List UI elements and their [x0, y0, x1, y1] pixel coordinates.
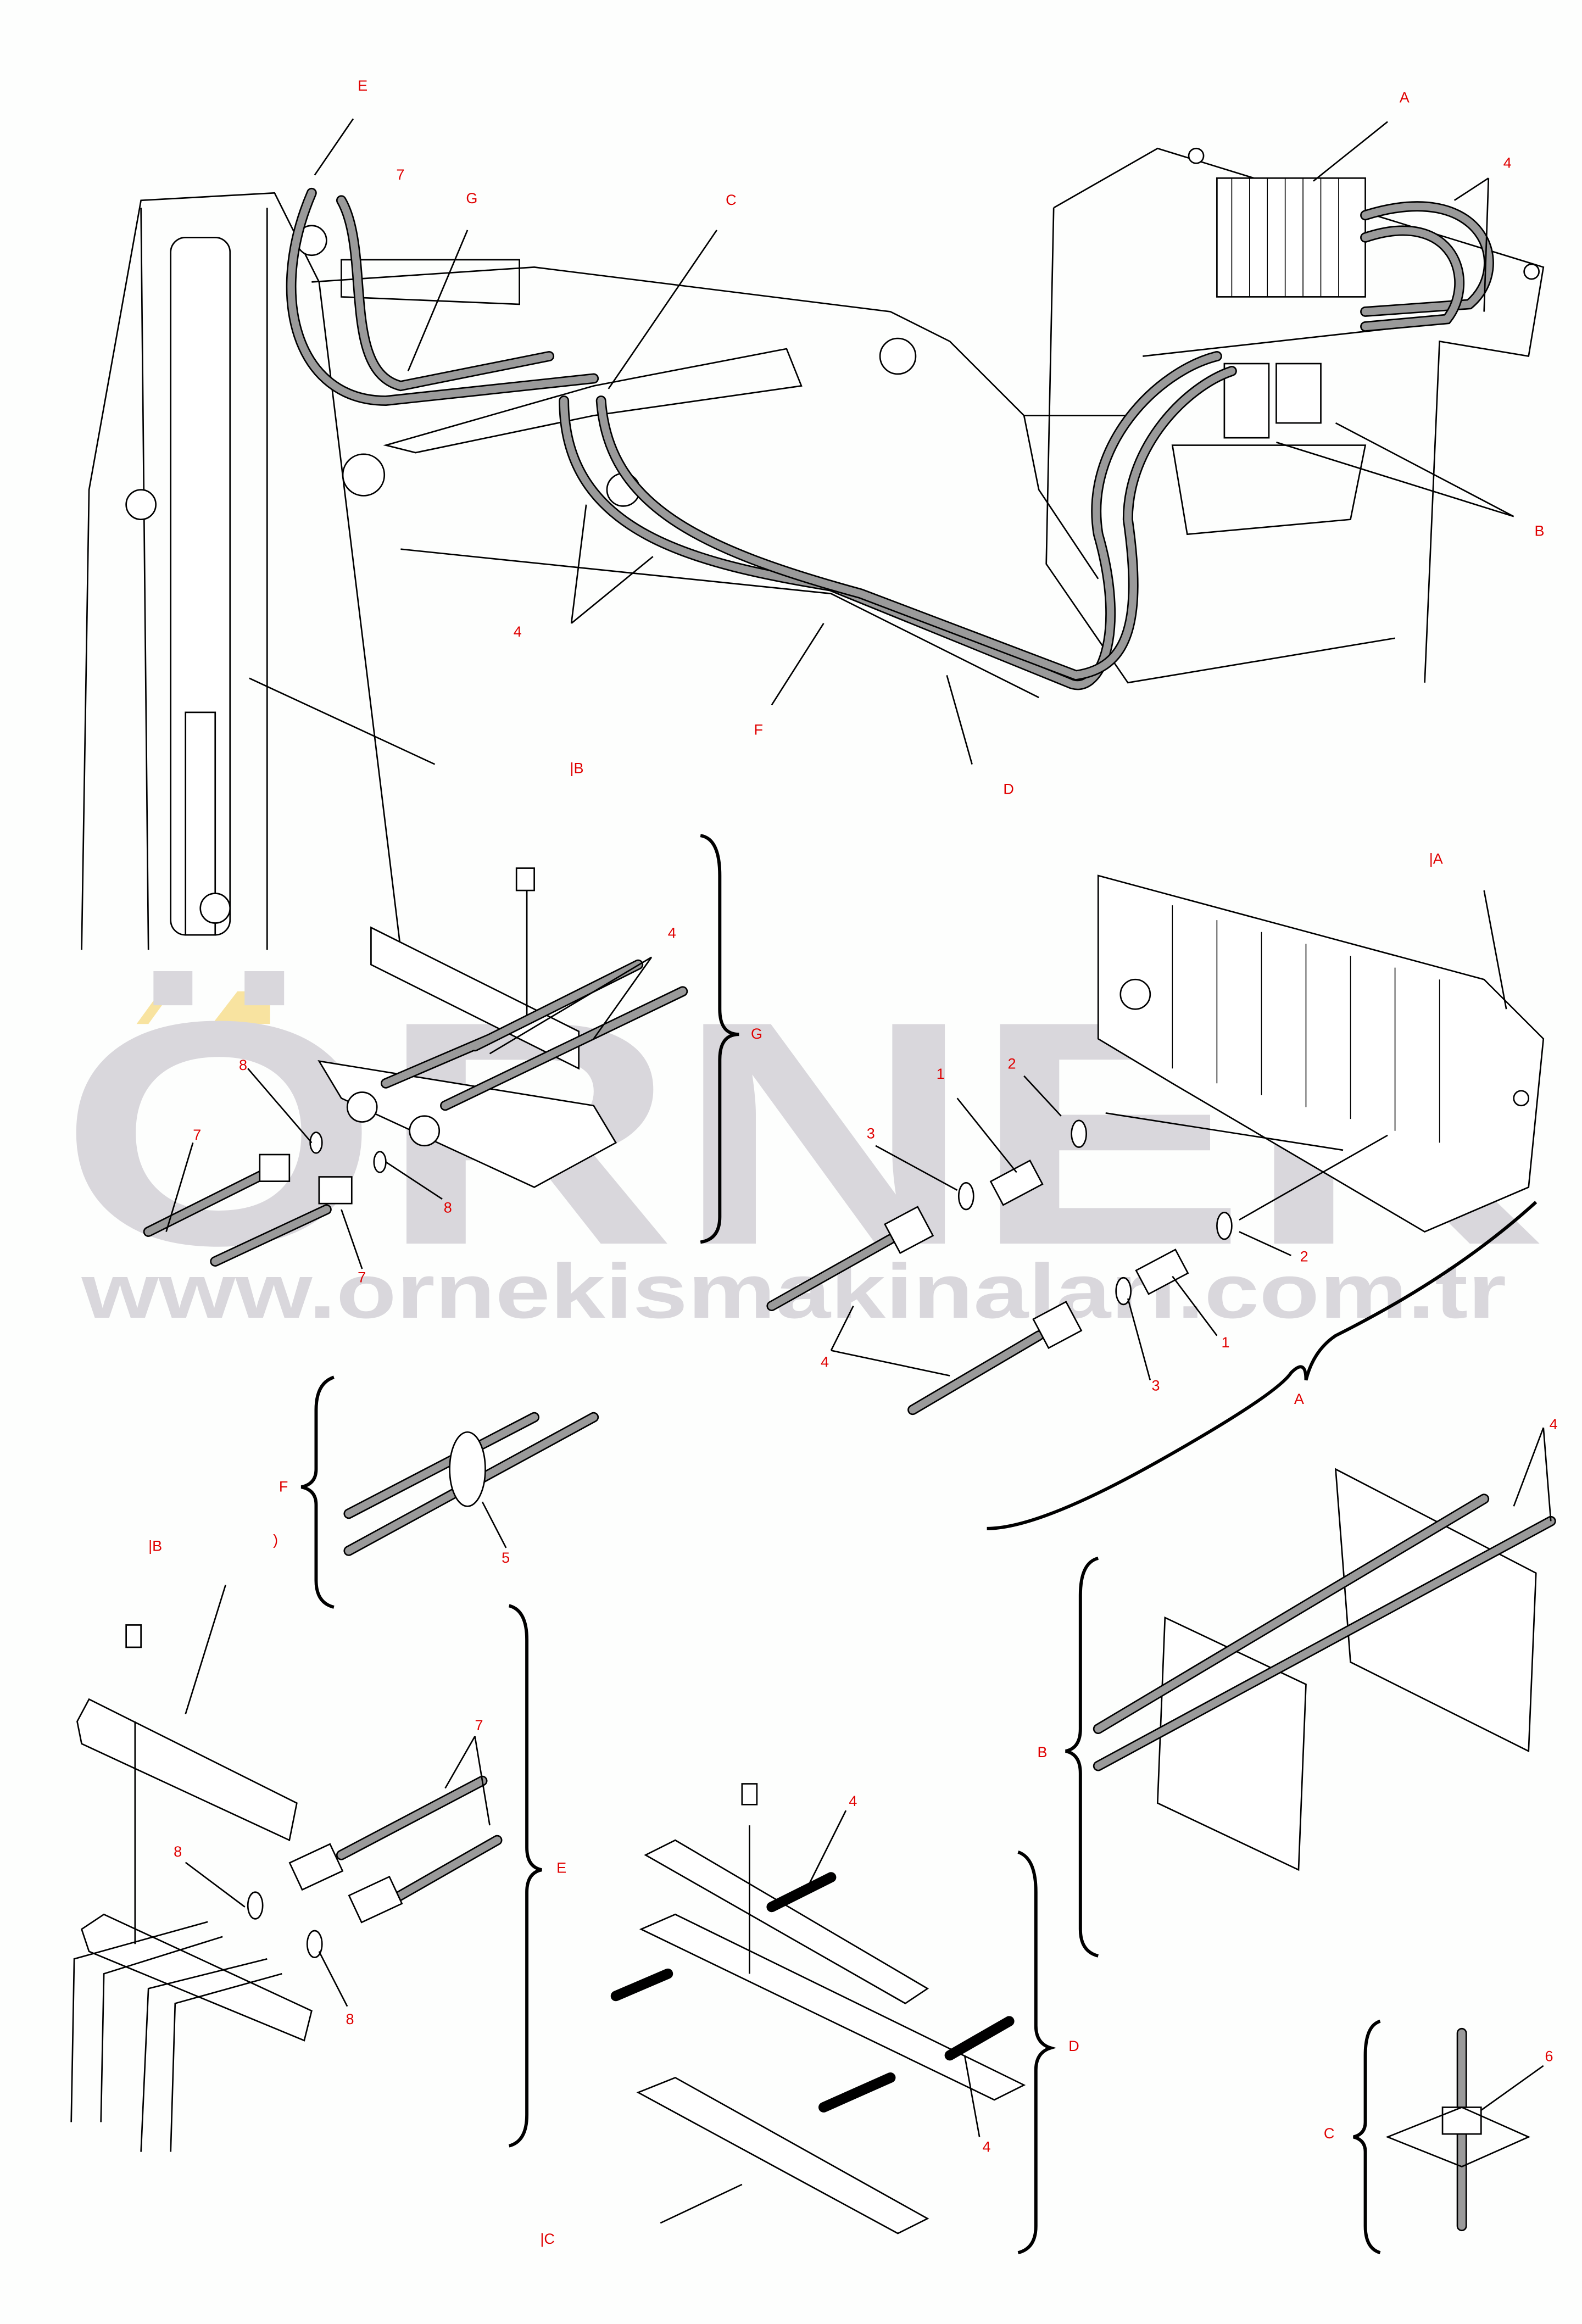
label-f: F [754, 721, 762, 738]
label-4: 4 [821, 1353, 829, 1370]
label-g: G [466, 190, 477, 207]
label-4: 4 [1550, 1416, 1558, 1433]
label-1: 1 [1221, 1334, 1229, 1351]
control-valve [1216, 177, 1366, 298]
watermark-dot [212, 991, 270, 1024]
label-7: 7 [475, 1717, 483, 1734]
label-4: 4 [668, 925, 676, 941]
label-4: 4 [514, 623, 522, 640]
label-e: E [358, 77, 367, 94]
detail-label-a: A [1294, 1391, 1304, 1407]
view-label-b: |B [148, 1537, 162, 1554]
view-label-c: |C [540, 2231, 555, 2247]
view-label-b: |B [570, 760, 583, 777]
valve-block [1097, 874, 1545, 1233]
detail-f-clip [300, 1375, 599, 1609]
label-3: 3 [1152, 1378, 1160, 1394]
boom-assembly [81, 118, 1545, 950]
label-7: 7 [358, 1269, 366, 1285]
boom-plate [383, 348, 803, 454]
dipper-arm [81, 192, 402, 950]
label-4: 4 [849, 1793, 857, 1809]
label-d: D [1003, 781, 1014, 797]
label-8: 8 [346, 2011, 354, 2027]
detail-label-c: C [1324, 2125, 1335, 2142]
label-a: A [1400, 89, 1410, 105]
detail-label-f: F [279, 1478, 288, 1495]
label-1: 1 [937, 1066, 945, 1082]
label-2: 2 [1300, 1249, 1308, 1265]
label-7: 7 [193, 1127, 201, 1143]
detail-b-bracket [1065, 1427, 1556, 1958]
label-4: 4 [983, 2139, 991, 2155]
detail-label-d: D [1068, 2038, 1079, 2054]
label-8: 8 [444, 1199, 452, 1216]
tractor-body [1045, 147, 1545, 684]
detail-a-valve [766, 874, 1545, 1530]
watermark-dot [136, 991, 172, 1024]
boom [311, 266, 1099, 579]
detail-c-grommet [1353, 2019, 1544, 2255]
paren-mark: ) [273, 1532, 278, 1548]
detail-label-b: B [1037, 1744, 1047, 1760]
detail-label-e: E [556, 1860, 566, 1876]
label-2: 2 [1007, 1055, 1016, 1072]
label-6: 6 [1545, 2048, 1553, 2065]
label-5: 5 [502, 1550, 510, 1566]
bolt [515, 867, 535, 891]
callout-labels: E A 4 7 G C B 4 F D |B |A 1 2 3 2 1 3 4 … [148, 77, 1557, 2247]
detail-g-clamp [143, 834, 739, 1269]
label-c: C [726, 192, 737, 208]
label-8: 8 [239, 1057, 247, 1073]
boom-cylinder [341, 259, 520, 305]
label-b: B [1535, 522, 1545, 539]
view-label-a: |A [1429, 850, 1443, 867]
detail-label-g: G [751, 1026, 762, 1042]
label-4: 4 [1503, 154, 1512, 171]
detail-e-clamp [70, 1585, 542, 2152]
label-7: 7 [396, 166, 404, 183]
label-8: 8 [174, 1843, 182, 1860]
label-3: 3 [867, 1125, 875, 1141]
detail-d-clamp [610, 1783, 1057, 2255]
